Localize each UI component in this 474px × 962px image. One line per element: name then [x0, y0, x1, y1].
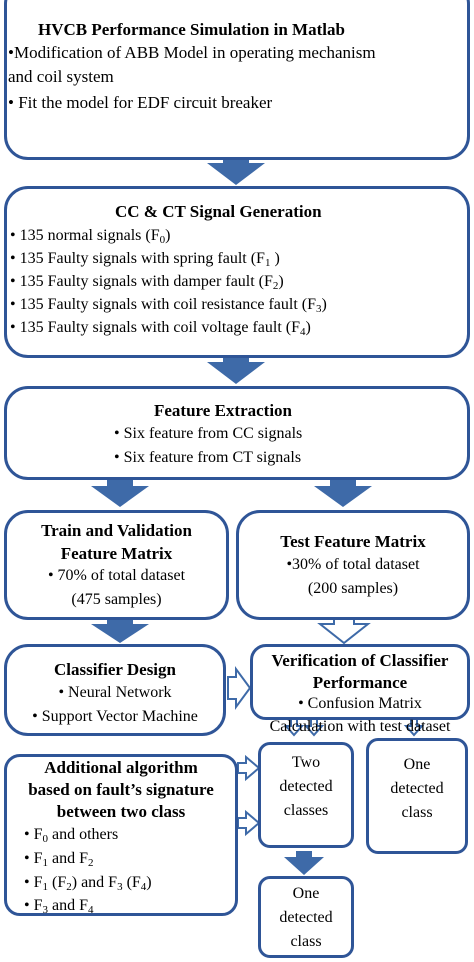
classifier-design-title: Classifier Design [54, 660, 176, 679]
verification-title-line-1: Verification of Classifier [271, 651, 449, 670]
signal-item-damper: • 135 Faulty signals with damper fault (… [10, 273, 284, 292]
signal-item-spring: • 135 Faulty signals with spring fault (… [10, 250, 280, 269]
train-validation-bullet-line-1: • 70% of total dataset [47, 567, 186, 584]
one-detected-class-bottom-line-1: One [292, 885, 320, 902]
signal-item-coil-voltage: • 135 Faulty signals with coil voltage f… [10, 319, 311, 338]
additional-algorithm-title-line-2: based on fault’s signature [28, 780, 214, 799]
additional-item-f1f2-f3f4: • F1 (F2) and F3 (F4) [24, 874, 152, 893]
additional-item-f0-others: • F0 and others [24, 826, 119, 845]
additional-algorithm-box [4, 754, 238, 916]
additional-item-f3-f4: • F3 and F4 [24, 897, 94, 916]
simulation-title: HVCB Performance Simulation in Matlab [38, 20, 345, 39]
train-validation-title-line-2: Feature Matrix [60, 544, 173, 563]
arrow-design-to-verification [227, 665, 252, 711]
arrow-test-to-verification [317, 615, 371, 645]
verification-title-line-2: Performance [312, 673, 408, 692]
signal-item-coil-resistance: • 135 Faulty signals with coil resistanc… [10, 296, 327, 315]
one-detected-class-right-line-1: One [403, 756, 431, 773]
feature-extraction-title: Feature Extraction [154, 401, 293, 420]
verification-box [250, 644, 470, 720]
one-detected-class-right-line-2: detected [390, 780, 444, 797]
verification-bullet-line-2: Calculation with test dataset [269, 718, 451, 735]
simulation-box [4, 0, 470, 160]
train-validation-box [4, 510, 229, 620]
signal-generation-box [4, 186, 470, 358]
one-detected-class-bottom-line-3: class [290, 933, 322, 950]
simulation-bullet-1-line-2: and coil system [8, 67, 114, 86]
arrow-train-to-design [91, 616, 149, 643]
classifier-design-bullet-svm: • Support Vector Machine [32, 708, 198, 725]
two-detected-classes-box [258, 742, 354, 848]
arrow-signal-to-extraction [207, 355, 265, 384]
classifier-design-bullet-nn: • Neural Network [58, 684, 172, 701]
train-validation-bullet-line-2: (475 samples) [71, 591, 162, 608]
test-feature-matrix-box [236, 510, 470, 620]
arrow-simulation-to-signal [207, 156, 265, 185]
test-feature-matrix-bullet-line-1: •30% of total dataset [286, 556, 420, 573]
feature-extraction-bullet-ct: • Six feature from CT signals [114, 449, 302, 466]
two-detected-classes-line-3: classes [283, 802, 329, 819]
test-feature-matrix-title: Test Feature Matrix [280, 532, 426, 551]
one-detected-class-box-right [366, 738, 468, 854]
arrow-additional-to-two-b [237, 809, 261, 837]
additional-algorithm-title-line-3: between two class [56, 802, 186, 821]
signal-generation-title: CC & CT Signal Generation [115, 202, 322, 221]
test-feature-matrix-bullet-line-2: (200 samples) [307, 580, 399, 597]
feature-extraction-bullet-cc: • Six feature from CC signals [114, 425, 303, 442]
one-detected-class-box-bottom [258, 876, 354, 958]
two-detected-classes-line-1: Two [291, 754, 321, 771]
arrow-two-to-one [284, 851, 324, 875]
simulation-bullet-2: • Fit the model for EDF circuit breaker [8, 93, 273, 112]
additional-item-f1-f2: • F1 and F2 [24, 850, 94, 869]
classifier-design-box [4, 644, 226, 736]
verification-bullet-line-1: • Confusion Matrix [298, 695, 422, 712]
train-validation-title-line-1: Train and Validation [41, 521, 192, 540]
one-detected-class-bottom-line-2: detected [279, 909, 333, 926]
simulation-bullet-1-line-1: •Modification of ABB Model in operating … [8, 43, 376, 62]
feature-extraction-box [4, 386, 470, 480]
arrow-extraction-to-test [314, 477, 372, 507]
one-detected-class-right-line-3: class [401, 804, 433, 821]
two-detected-classes-line-2: detected [279, 778, 333, 795]
additional-algorithm-title-line-1: Additional algorithm [44, 758, 198, 777]
arrow-extraction-to-train [91, 477, 149, 507]
signal-item-normal: • 135 normal signals (F0) [10, 227, 171, 246]
arrow-additional-to-two-a [237, 754, 261, 782]
